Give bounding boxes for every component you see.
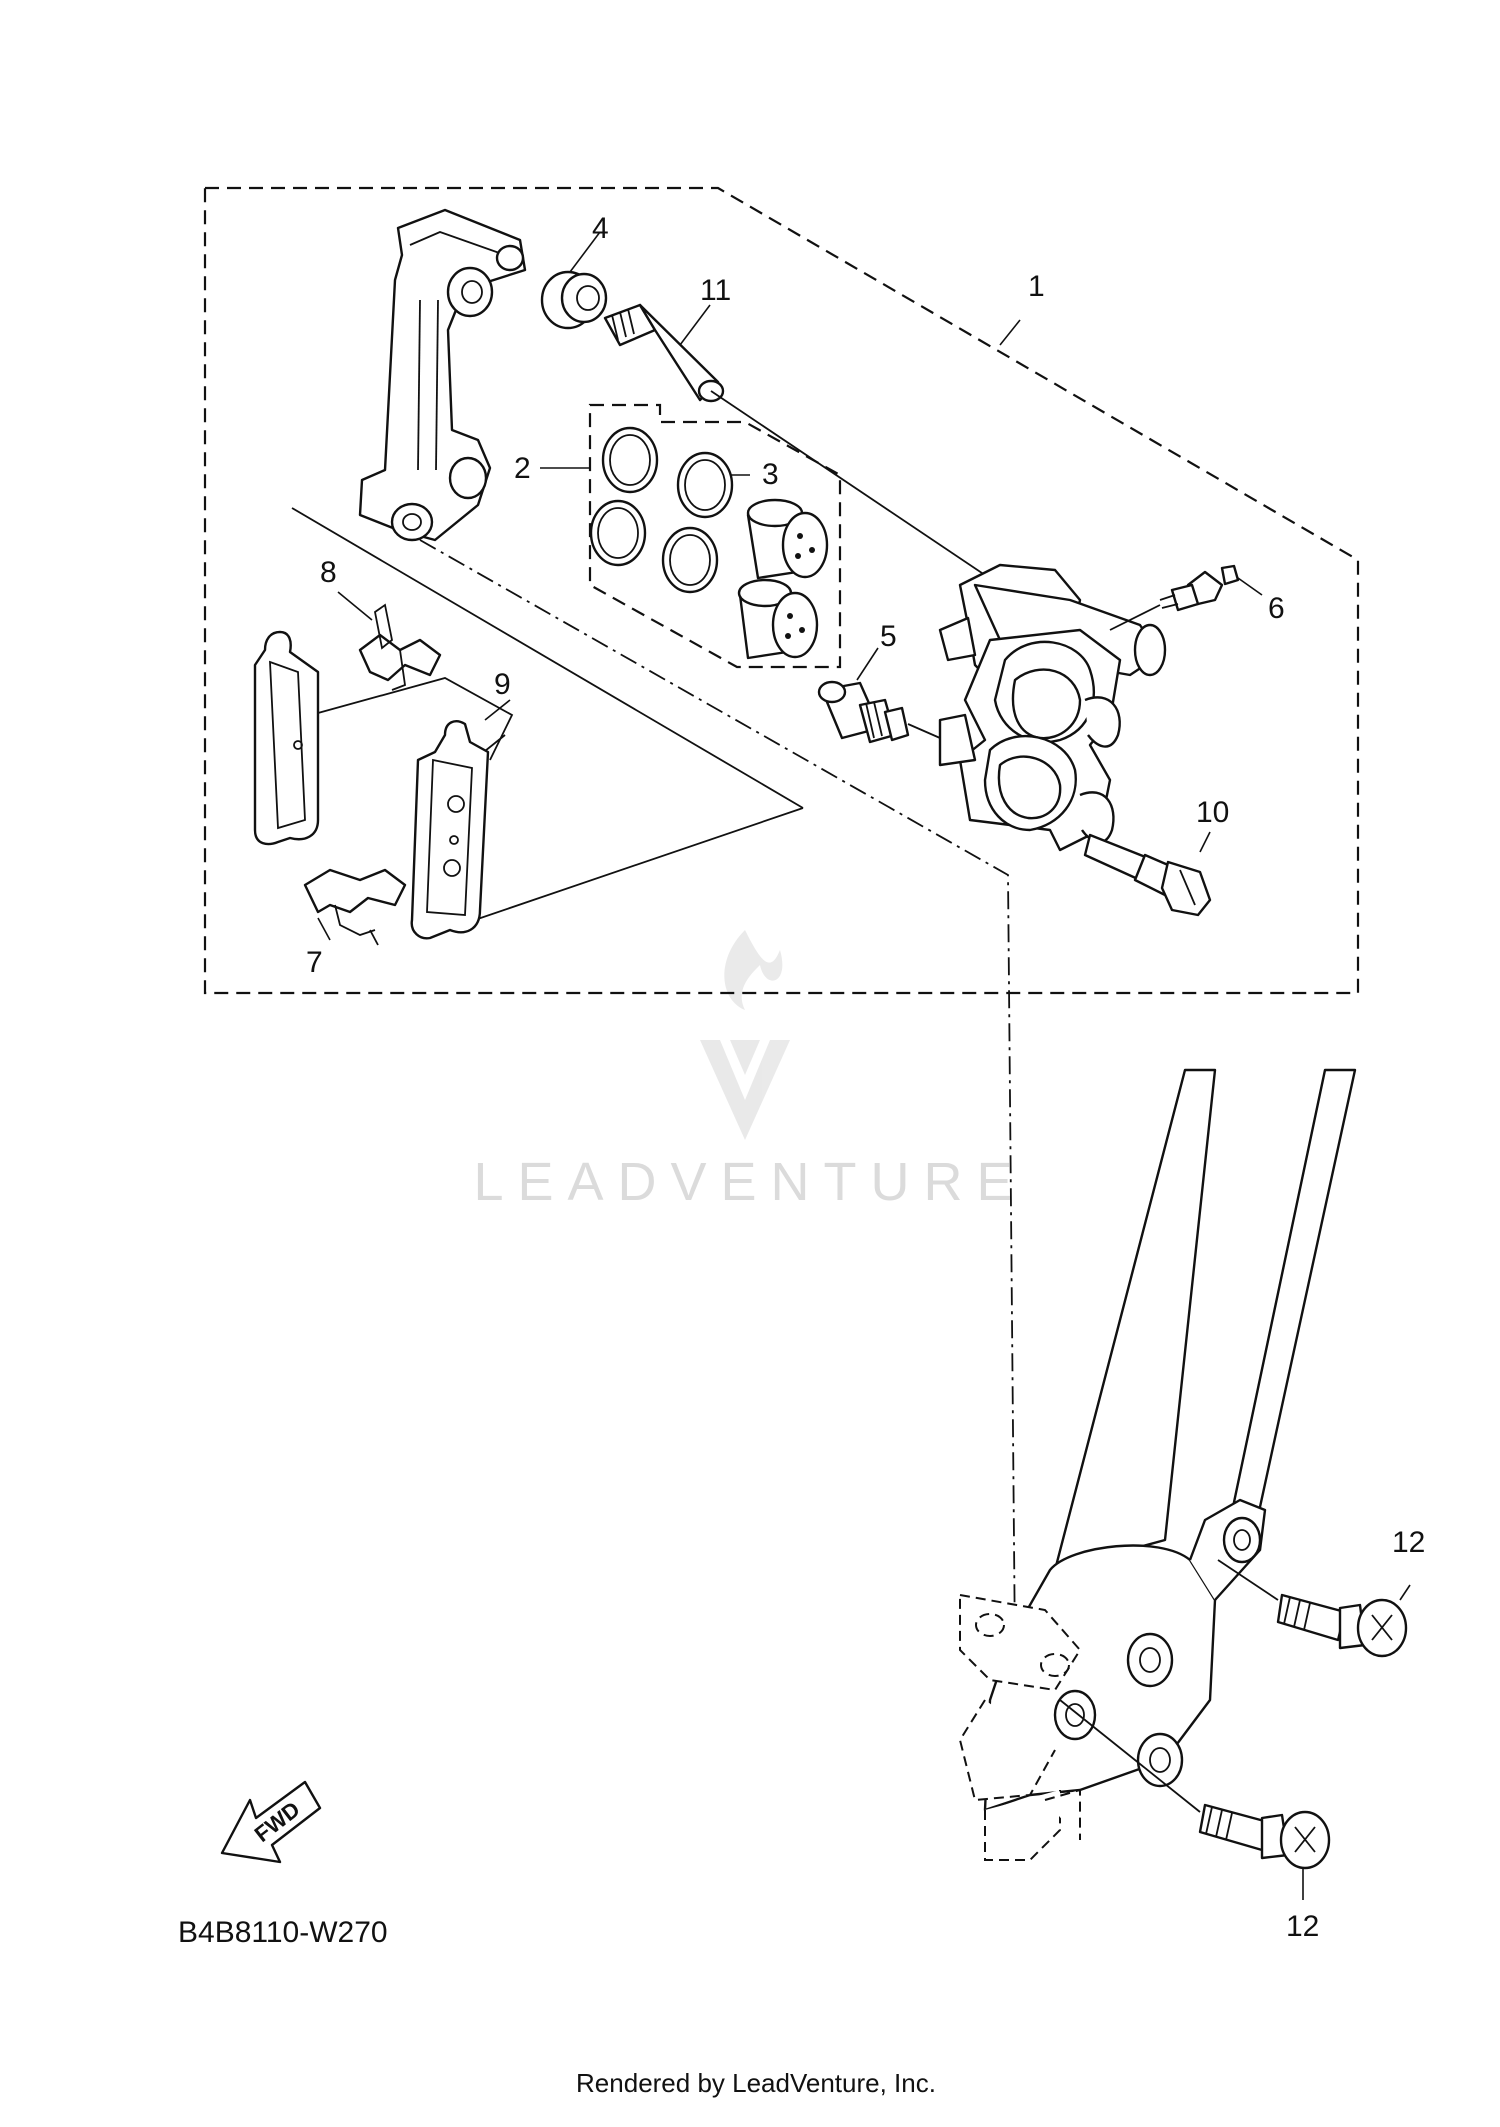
- part-12-bolt-upper: [1217, 1559, 1411, 1658]
- callout-12-lower: 12: [1286, 1910, 1319, 1943]
- pad-set-line-top: [291, 507, 804, 809]
- footer-credit: Rendered by LeadVenture, Inc.: [576, 2068, 936, 2098]
- callout-12-upper: 12: [1392, 1526, 1425, 1559]
- mounting-ref-line: [419, 539, 1016, 1653]
- callout-4: 4: [592, 212, 609, 245]
- callout-11: 11: [700, 274, 731, 307]
- callout-9: 9: [494, 668, 511, 701]
- part-1-caliper-body: [938, 319, 1167, 852]
- part-11-pin: [603, 303, 1041, 613]
- diagram-code: B4B8110-W270: [178, 1916, 388, 1949]
- pad-fork-upper: [317, 677, 514, 761]
- fork-tube: [1053, 1068, 1357, 1572]
- part-9-pad-left: [253, 630, 320, 846]
- part-10-bolt: [1083, 831, 1212, 917]
- fwd-arrow-icon: FWD: [220, 1780, 322, 1864]
- part-6-bleed-screw: [1109, 564, 1263, 631]
- callout-2: 2: [514, 452, 531, 485]
- pistons: [737, 498, 829, 660]
- callout-3: 3: [762, 458, 779, 491]
- watermark-logo: [700, 930, 790, 1140]
- callout-1: 1: [1028, 270, 1045, 303]
- part-7-spring: [303, 868, 407, 946]
- part-12-bolt-lower: [1059, 1699, 1331, 1900]
- assembly-boundary: [203, 186, 1360, 995]
- seal-kit-boundary: [588, 403, 842, 669]
- watermark-text: LEADVENTURE: [473, 1152, 1026, 1212]
- callout-6: 6: [1268, 592, 1285, 625]
- part-8-spring: [337, 591, 442, 691]
- part-5-pin: [817, 647, 941, 744]
- callout-7: 7: [306, 946, 323, 979]
- caliper-bracket: [358, 208, 527, 542]
- part-2-3-seals: [540, 426, 750, 594]
- part-4-boot: [540, 231, 608, 330]
- part-9-pad-right: [410, 699, 511, 940]
- callout-8: 8: [320, 556, 337, 589]
- callout-5: 5: [880, 620, 897, 653]
- callout-10: 10: [1196, 796, 1229, 829]
- pad-set-line-bottom: [459, 807, 804, 926]
- fork-lower-leg: [958, 1498, 1267, 1861]
